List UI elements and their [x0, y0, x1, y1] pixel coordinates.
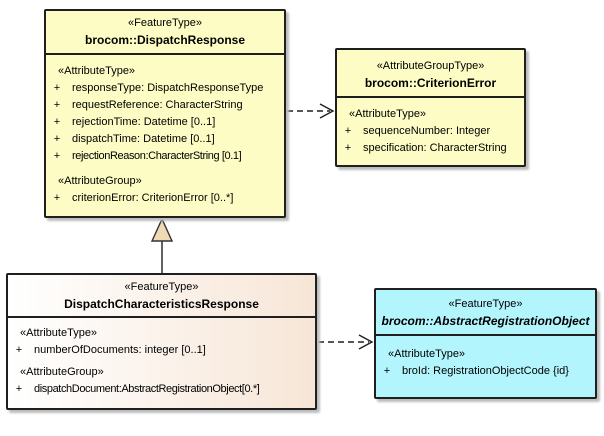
section-label: «AttributeType»	[349, 108, 427, 120]
visibility-marker: +	[344, 142, 352, 154]
attribute-row[interactable]: + dispatchDocument:AbstractRegistrationO…	[8, 381, 315, 398]
attribute-text: broId: RegistrationObjectCode {id}	[402, 365, 569, 377]
attribute-row[interactable]: + criterionError: CriterionError [0..*]	[46, 190, 284, 207]
generalization-arrow[interactable]	[150, 217, 174, 273]
class-box-abstract-registration-object[interactable]: «FeatureType» brocom::AbstractRegistrati…	[374, 288, 597, 399]
attribute-compartment: «AttributeType» + responseType: Dispatch…	[46, 55, 284, 207]
section-label: «AttributeType»	[20, 327, 98, 339]
attribute-text: numberOfDocuments: integer [0..1]	[34, 344, 206, 356]
attribute-row[interactable]: + specification: CharacterString	[337, 140, 524, 157]
class-name: brocom::DispatchResponse	[84, 33, 246, 47]
class-box-dispatch-characteristics-response[interactable]: «FeatureType» DispatchCharacteristicsRes…	[6, 273, 317, 410]
section-label: «AttributeType»	[388, 348, 466, 360]
section-label: «AttributeGroup»	[20, 366, 104, 378]
attribute-text: dispatchDocument:AbstractRegistrationObj…	[34, 383, 260, 395]
attribute-row[interactable]: + rejectionTime: Datetime [0..1]	[46, 114, 284, 131]
attribute-text: sequenceNumber: Integer	[363, 125, 491, 137]
visibility-marker: +	[53, 99, 61, 111]
attribute-text: specification: CharacterString	[363, 142, 507, 154]
visibility-marker: +	[344, 125, 352, 137]
visibility-marker: +	[383, 365, 391, 377]
class-header: «FeatureType» brocom::AbstractRegistrati…	[376, 290, 595, 336]
attribute-row[interactable]: + sequenceNumber: Integer	[337, 123, 524, 140]
attribute-text: requestReference: CharacterString	[72, 99, 243, 111]
class-header: «FeatureType» brocom::DispatchResponse	[46, 11, 284, 55]
attribute-text: rejectionTime: Datetime [0..1]	[72, 116, 216, 128]
stereotype-label: «FeatureType»	[124, 281, 199, 293]
visibility-marker: +	[53, 82, 61, 94]
section-label: «AttributeType»	[58, 65, 136, 77]
dependency-arrow-dispatch-document[interactable]	[318, 334, 374, 350]
attribute-text: rejectionReason:CharacterString [0.1]	[72, 150, 242, 162]
visibility-marker: +	[53, 116, 61, 128]
class-name: DispatchCharacteristicsResponse	[64, 297, 259, 311]
attribute-row[interactable]: + numberOfDocuments: integer [0..1]	[8, 342, 315, 359]
stereotype-label: «FeatureType»	[128, 17, 202, 29]
class-box-criterion-error[interactable]: «AttributeGroupType» brocom::CriterionEr…	[335, 48, 526, 167]
class-name: brocom::CriterionError	[364, 76, 497, 90]
class-name: brocom::AbstractRegistrationObject	[381, 314, 590, 328]
attribute-row[interactable]: + broId: RegistrationObjectCode {id}	[376, 363, 595, 380]
attribute-row[interactable]: + responseType: DispatchResponseType	[46, 80, 284, 97]
visibility-marker: +	[53, 192, 61, 204]
attribute-compartment: «AttributeType» + numberOfDocuments: int…	[8, 318, 315, 398]
attribute-text: responseType: DispatchResponseType	[72, 82, 264, 94]
visibility-marker: +	[53, 133, 61, 145]
attribute-compartment: «AttributeType» + broId: RegistrationObj…	[376, 336, 595, 380]
attribute-row[interactable]: + requestReference: CharacterString	[46, 97, 284, 114]
section-label: «AttributeGroup»	[58, 175, 142, 187]
class-box-dispatch-response[interactable]: «FeatureType» brocom::DispatchResponse «…	[44, 9, 286, 218]
class-header: «FeatureType» DispatchCharacteristicsRes…	[8, 275, 315, 318]
visibility-marker: +	[15, 344, 23, 356]
attribute-row[interactable]: + dispatchTime: Datetime [0..1]	[46, 131, 284, 148]
visibility-marker: +	[15, 383, 23, 395]
attribute-text: dispatchTime: Datetime [0..1]	[72, 133, 215, 145]
dependency-arrow-criterion-error[interactable]	[287, 103, 335, 119]
attribute-text: criterionError: CriterionError [0..*]	[72, 192, 234, 204]
stereotype-label: «FeatureType»	[448, 298, 523, 310]
attribute-row[interactable]: + rejectionReason:CharacterString [0.1]	[46, 148, 284, 165]
stereotype-label: «AttributeGroupType»	[376, 60, 485, 72]
visibility-marker: +	[53, 150, 61, 162]
class-header: «AttributeGroupType» brocom::CriterionEr…	[337, 50, 524, 98]
attribute-compartment: «AttributeType» + sequenceNumber: Intege…	[337, 98, 524, 157]
